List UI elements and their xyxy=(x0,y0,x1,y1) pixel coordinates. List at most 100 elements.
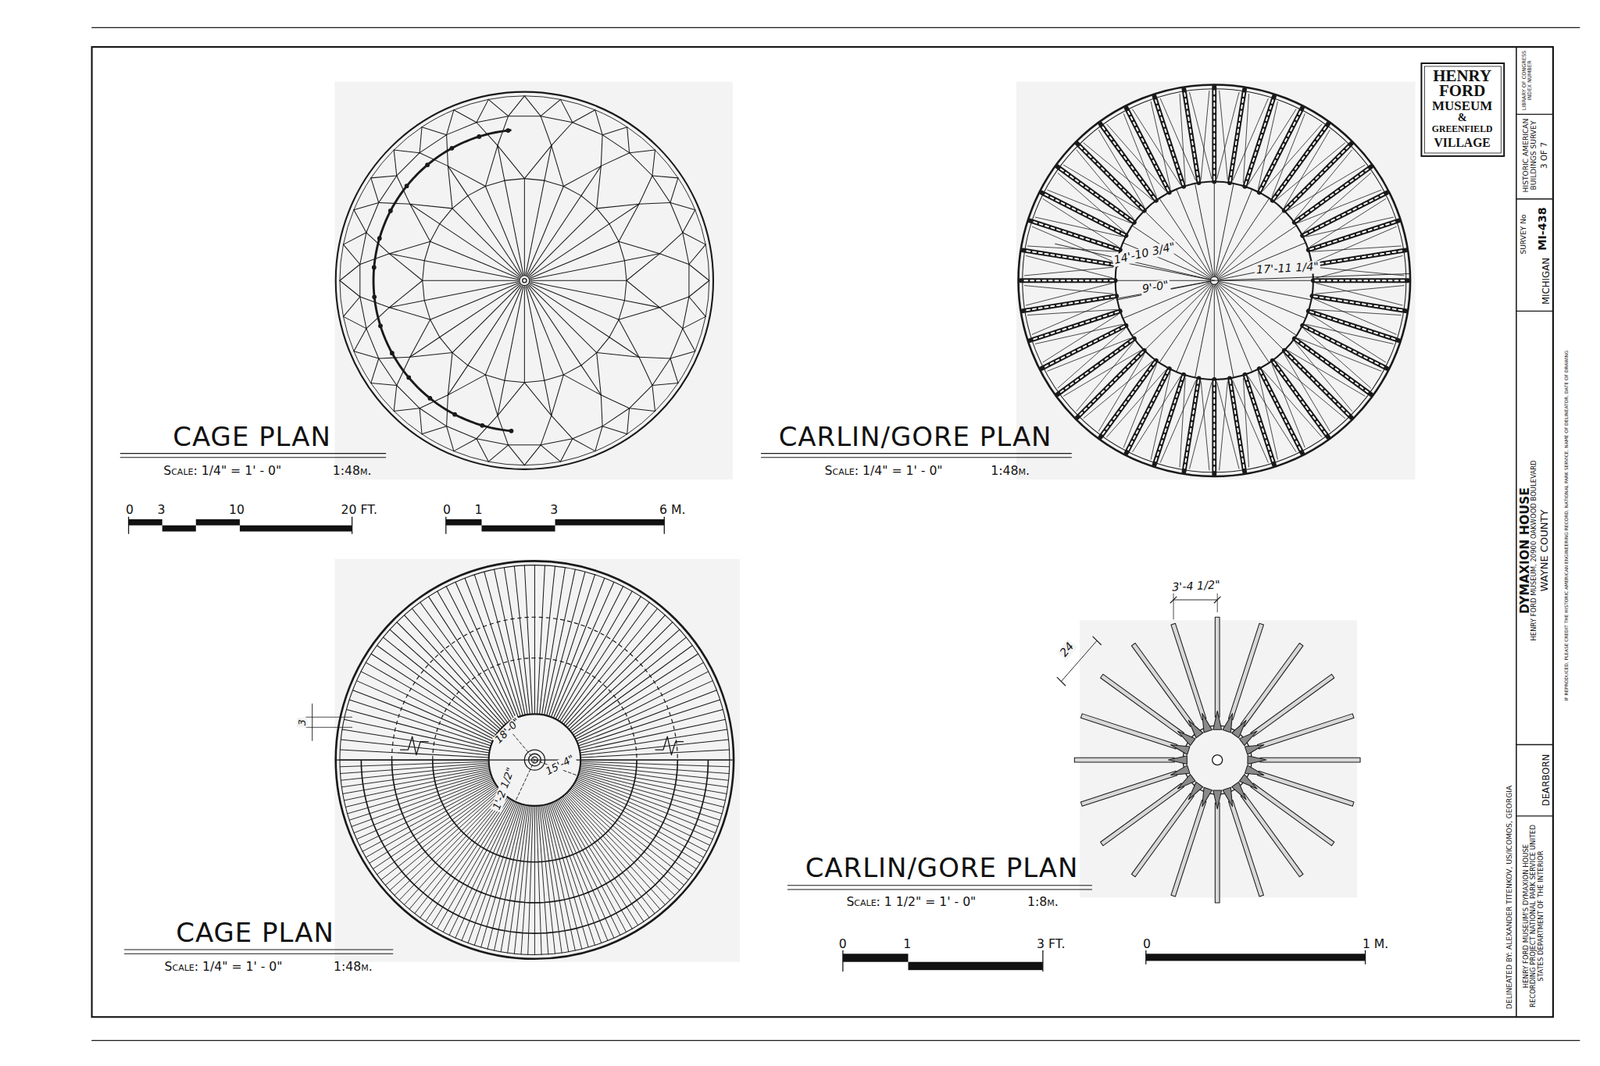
cage-rib xyxy=(535,806,542,956)
cage-strut xyxy=(410,203,453,209)
cage-strut xyxy=(682,328,696,352)
bracing xyxy=(1284,354,1330,432)
cage-rib xyxy=(339,750,489,758)
gore-truss xyxy=(1020,278,1115,283)
drawing-label: 0 xyxy=(1142,938,1151,952)
cage-strut xyxy=(596,353,602,396)
cage-strut xyxy=(624,253,660,261)
cage-strut xyxy=(581,365,601,396)
gore-truss xyxy=(1311,250,1406,265)
scale-tick xyxy=(1364,950,1366,965)
spoke-bracket xyxy=(1232,782,1247,800)
cage-strut xyxy=(682,210,696,233)
cage-strut xyxy=(689,264,710,281)
cage-plan-drawing xyxy=(335,92,714,470)
gore-truss xyxy=(1285,352,1350,417)
title-block-divider xyxy=(1516,744,1554,746)
cage-rib xyxy=(534,565,536,715)
joint-dot xyxy=(425,163,430,168)
bracing xyxy=(1024,267,1113,276)
cage-rib xyxy=(580,761,730,768)
cage-strut xyxy=(652,175,671,203)
carlin xyxy=(1159,285,1212,364)
joint-dot xyxy=(450,146,454,150)
cage-strut xyxy=(563,365,582,375)
cage-rib xyxy=(575,671,709,740)
spoke-bracket xyxy=(1247,756,1267,765)
cage-strut xyxy=(659,307,683,329)
gore-truss xyxy=(1273,125,1327,200)
drawing-label: CAGE PLAN xyxy=(175,918,335,948)
scale-tick xyxy=(351,517,353,534)
floor-ring-arc xyxy=(373,130,511,432)
gore-spoke xyxy=(1074,757,1175,763)
joint-dot xyxy=(407,375,411,380)
carlin xyxy=(1219,280,1314,282)
cage-strut xyxy=(488,445,508,462)
cage-strut xyxy=(659,232,683,254)
title-underline xyxy=(124,953,393,955)
cage-strut xyxy=(421,426,447,435)
gore-truss xyxy=(1311,296,1406,311)
cage-rib xyxy=(576,681,713,743)
cage-strut xyxy=(600,395,603,427)
scale-bar xyxy=(1146,953,1366,961)
gore-truss xyxy=(1230,380,1245,471)
trim-line xyxy=(92,27,1580,29)
cage-rib xyxy=(437,800,512,929)
cage-strut xyxy=(639,357,653,386)
cage-strut xyxy=(360,232,367,265)
cage-strut xyxy=(652,358,671,386)
gore-spoke xyxy=(1214,803,1220,904)
cage-strut xyxy=(544,380,552,416)
drawing-label: LIBRARY OF CONGRESS INDEX NUMBER xyxy=(1521,50,1533,111)
cage-strut xyxy=(447,375,486,396)
cage-strut xyxy=(476,99,489,122)
cage-rib xyxy=(528,806,534,956)
drawing-label: 24 xyxy=(1057,639,1078,661)
carlin xyxy=(1195,183,1214,276)
hub-ring xyxy=(1182,725,1253,796)
sheet-title: DYMAXION HOUSE xyxy=(1517,487,1532,615)
drawing-label: Scale: 1/4" = 1' - 0" xyxy=(163,464,282,479)
cage-strut xyxy=(366,202,379,233)
cage-strut xyxy=(526,285,564,375)
cage-strut xyxy=(389,253,422,281)
cage-rib xyxy=(494,569,526,716)
cage-rib xyxy=(343,719,490,751)
cage-rib xyxy=(467,803,519,943)
gore-truss xyxy=(1229,378,1245,472)
cage-rib xyxy=(357,681,493,743)
cage-strut xyxy=(540,99,561,116)
joint-dot xyxy=(428,396,433,401)
cage-rib xyxy=(353,690,493,744)
drawing-label: 0 xyxy=(839,938,847,952)
cage-strut xyxy=(530,282,625,301)
gore-spoke xyxy=(1214,617,1220,718)
cage-strut xyxy=(618,241,625,261)
cage-strut xyxy=(424,241,430,261)
cage-strut xyxy=(572,110,596,123)
cage-strut xyxy=(378,358,397,386)
cage-strut xyxy=(581,196,597,209)
carlin xyxy=(1217,284,1285,351)
scale-bar xyxy=(128,519,163,526)
cage-strut xyxy=(446,426,454,452)
gore-truss xyxy=(1041,192,1126,236)
joint-dot xyxy=(377,236,382,241)
gore-truss xyxy=(1260,109,1302,191)
title-underline xyxy=(760,457,1072,458)
extension-line xyxy=(1173,593,1175,620)
cage-rib xyxy=(365,662,495,737)
cage-strut xyxy=(504,286,524,381)
bracing xyxy=(1288,164,1365,211)
cage-strut xyxy=(528,285,597,354)
carlin-gore-plan-drawing xyxy=(1018,84,1411,477)
cage-strut xyxy=(652,175,679,179)
cage-rib xyxy=(550,578,604,718)
cage-rib xyxy=(449,801,515,936)
drawing-label: VILLAGE xyxy=(1434,136,1491,150)
gore-truss xyxy=(1213,382,1215,473)
cage-strut xyxy=(508,96,525,117)
cage-strut xyxy=(652,150,656,176)
